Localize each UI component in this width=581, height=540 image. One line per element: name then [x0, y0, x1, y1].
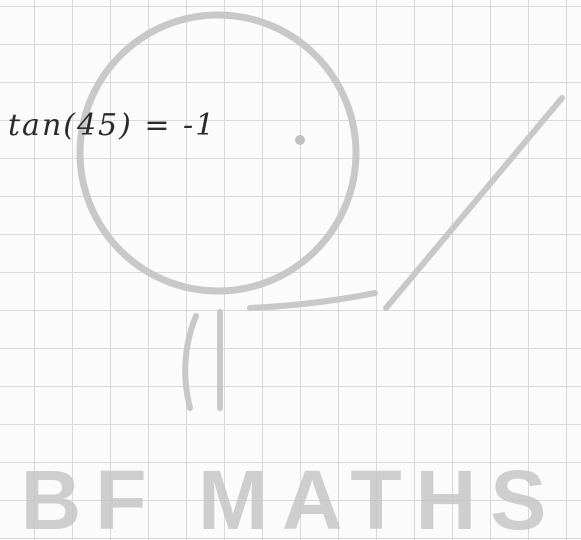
- head-circle: [76, 11, 360, 295]
- body-left-line: [182, 313, 199, 411]
- watermark-logo: BF MATHS: [20, 453, 561, 540]
- pointer-stick: [383, 95, 565, 311]
- arm-line: [247, 290, 378, 311]
- handwritten-equation: tan(45) = -1: [8, 108, 217, 143]
- eye-dot: [295, 135, 305, 145]
